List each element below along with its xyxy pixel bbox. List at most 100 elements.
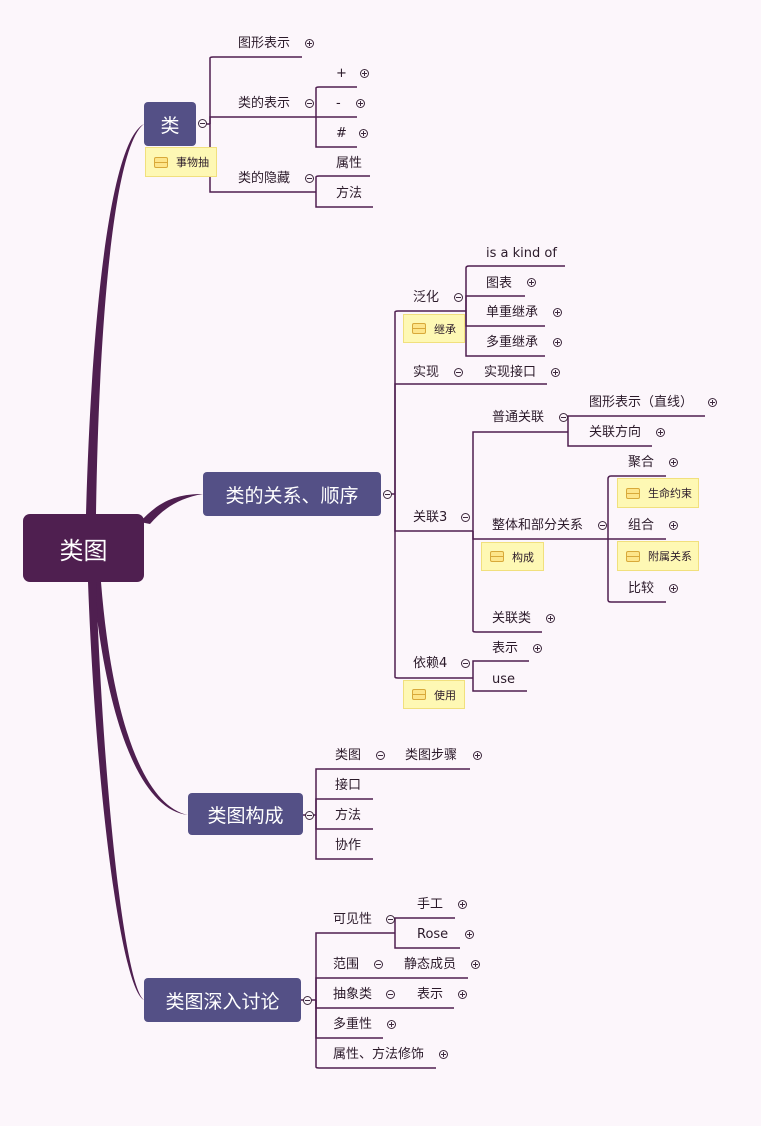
collapse-icon[interactable]: [305, 174, 314, 183]
collapse-icon[interactable]: [383, 490, 392, 499]
node-manual[interactable]: 手工: [417, 897, 444, 912]
expand-icon[interactable]: [553, 308, 562, 317]
collapse-icon[interactable]: [454, 293, 463, 302]
node-single-inheritance[interactable]: 单重继承: [486, 305, 539, 320]
node-is-a-kind-of[interactable]: is a kind of: [486, 246, 557, 261]
expand-icon[interactable]: [360, 69, 369, 78]
expand-icon[interactable]: [546, 614, 555, 623]
expand-icon[interactable]: [465, 930, 474, 939]
node-chart[interactable]: 图表: [486, 276, 513, 291]
node-abstract-notation[interactable]: 表示: [417, 987, 444, 1002]
node-visibility-protected[interactable]: #: [336, 126, 347, 141]
branch-deep-discussion[interactable]: 类图深入讨论: [144, 978, 301, 1022]
node-association-direction[interactable]: 关联方向: [589, 425, 642, 440]
note-icon: [412, 323, 426, 334]
node-scope[interactable]: 范围: [333, 957, 360, 972]
node-visibility[interactable]: 可见性: [333, 912, 373, 927]
node-implement-interface[interactable]: 实现接口: [484, 365, 537, 380]
node-class-representation[interactable]: 类的表示: [238, 96, 291, 111]
note-lifecycle[interactable]: 生命约束: [617, 478, 699, 508]
expand-icon[interactable]: [356, 99, 365, 108]
expand-icon[interactable]: [387, 1020, 396, 1029]
node-graphic-representation[interactable]: 图形表示: [238, 36, 291, 51]
node-composition[interactable]: 组合: [628, 518, 655, 533]
node-attribute-method-modifiers[interactable]: 属性、方法修饰: [333, 1047, 425, 1062]
collapse-icon[interactable]: [303, 996, 312, 1005]
note-icon: [154, 156, 168, 168]
root-label: 类图: [59, 536, 108, 565]
collapse-icon[interactable]: [386, 915, 395, 924]
collapse-icon[interactable]: [374, 960, 383, 969]
expand-icon[interactable]: [669, 584, 678, 593]
node-dependency-notation[interactable]: 表示: [492, 641, 519, 656]
expand-icon[interactable]: [458, 990, 467, 999]
collapse-icon[interactable]: [461, 513, 470, 522]
expand-icon[interactable]: [359, 129, 368, 138]
expand-icon[interactable]: [458, 900, 467, 909]
node-association[interactable]: 关联3: [413, 510, 448, 525]
note-constitution[interactable]: 构成: [481, 542, 544, 571]
branch-label: 类的关系、顺序: [225, 484, 359, 507]
node-realization[interactable]: 实现: [413, 365, 440, 380]
collapse-icon[interactable]: [376, 751, 385, 760]
collapse-icon[interactable]: [461, 659, 470, 668]
note-icon: [626, 550, 640, 562]
node-use[interactable]: use: [492, 672, 516, 687]
branch-label: 类图构成: [207, 804, 284, 827]
node-dependency[interactable]: 依赖4: [413, 656, 448, 671]
collapse-icon[interactable]: [305, 811, 314, 820]
node-abstract-class[interactable]: 抽象类: [333, 987, 373, 1002]
note-usage[interactable]: 使用: [403, 680, 465, 709]
note-label: 事物抽: [176, 156, 209, 169]
note-inheritance[interactable]: 继承: [403, 314, 465, 343]
node-generalization[interactable]: 泛化: [413, 290, 440, 305]
note-attachment[interactable]: 附属关系: [617, 541, 699, 571]
branch-relations[interactable]: 类的关系、顺序: [203, 472, 381, 516]
node-attribute[interactable]: 属性: [336, 156, 363, 171]
expand-icon[interactable]: [553, 338, 562, 347]
node-multiple-inheritance[interactable]: 多重继承: [486, 335, 539, 350]
collapse-icon[interactable]: [305, 99, 314, 108]
node-comparison[interactable]: 比较: [628, 581, 655, 596]
expand-icon[interactable]: [473, 751, 482, 760]
node-association-class[interactable]: 关联类: [492, 611, 532, 626]
root-node[interactable]: 类图: [23, 514, 144, 582]
node-graphic-line[interactable]: 图形表示（直线）: [589, 395, 694, 410]
node-method[interactable]: 方法: [336, 186, 363, 201]
node-whole-part[interactable]: 整体和部分关系: [492, 518, 584, 533]
note-label: 构成: [512, 550, 534, 564]
branch-composition[interactable]: 类图构成: [188, 793, 303, 835]
node-aggregation[interactable]: 聚合: [628, 455, 655, 470]
node-static-member[interactable]: 静态成员: [404, 957, 457, 972]
node-interface[interactable]: 接口: [335, 778, 362, 793]
expand-icon[interactable]: [527, 278, 536, 287]
expand-icon[interactable]: [471, 960, 480, 969]
node-rose[interactable]: Rose: [417, 927, 449, 942]
node-class-diagram[interactable]: 类图: [335, 748, 362, 763]
collapse-icon[interactable]: [454, 368, 463, 377]
node-class-diagram-steps[interactable]: 类图步骤: [405, 748, 458, 763]
node-methods[interactable]: 方法: [335, 808, 362, 823]
note-label: 使用: [434, 688, 456, 702]
expand-icon[interactable]: [669, 521, 678, 530]
expand-icon[interactable]: [708, 398, 717, 407]
node-collaboration[interactable]: 协作: [335, 838, 362, 853]
collapse-icon[interactable]: [198, 119, 207, 128]
node-multiplicity[interactable]: 多重性: [333, 1017, 373, 1032]
note-abstraction[interactable]: 事物抽: [145, 147, 217, 177]
node-visibility-public[interactable]: +: [336, 66, 347, 81]
expand-icon[interactable]: [533, 644, 542, 653]
expand-icon[interactable]: [669, 458, 678, 467]
expand-icon[interactable]: [305, 39, 314, 48]
expand-icon[interactable]: [439, 1050, 448, 1059]
branch-class[interactable]: 类: [144, 102, 196, 146]
node-normal-association[interactable]: 普通关联: [492, 410, 545, 425]
node-class-hiding[interactable]: 类的隐藏: [238, 171, 291, 186]
collapse-icon[interactable]: [598, 521, 607, 530]
expand-icon[interactable]: [551, 368, 560, 377]
collapse-icon[interactable]: [386, 990, 395, 999]
expand-icon[interactable]: [656, 428, 665, 437]
collapse-icon[interactable]: [559, 413, 568, 422]
node-visibility-private[interactable]: -: [336, 96, 341, 111]
